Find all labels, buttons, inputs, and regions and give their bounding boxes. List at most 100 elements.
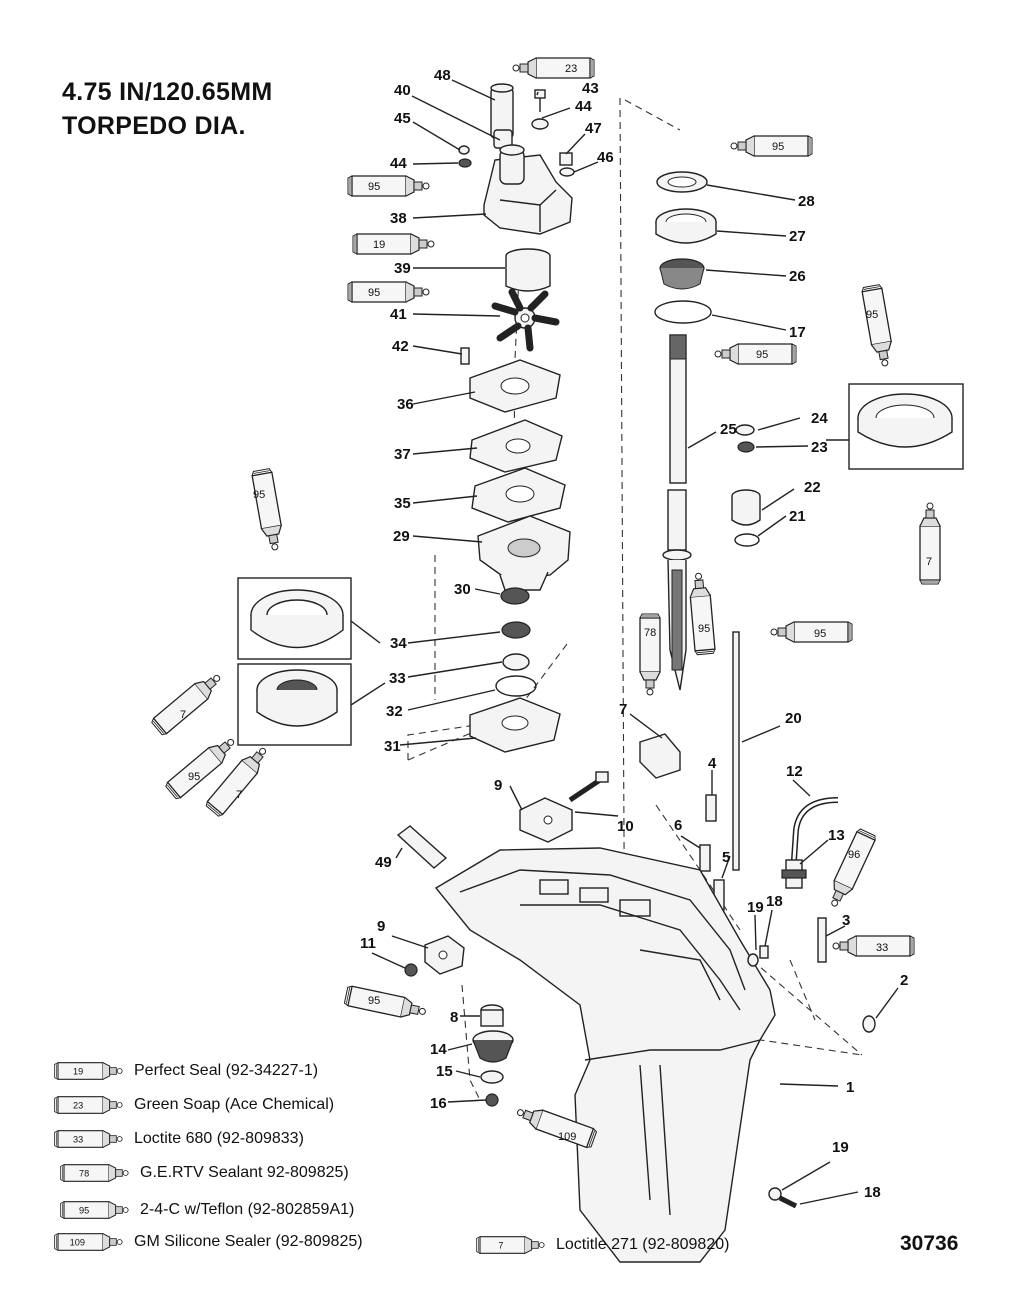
- callout-17: 17: [789, 324, 806, 341]
- callout-16: 16: [430, 1095, 447, 1112]
- callout-4: 4: [708, 755, 717, 772]
- callout-33: 33: [389, 670, 406, 687]
- part-32-o-ring: [495, 675, 537, 697]
- tube-95-e: [860, 283, 896, 369]
- tube-95-h: [687, 571, 716, 656]
- callout-6: 6: [674, 817, 682, 834]
- callout-37: 37: [394, 446, 411, 463]
- tube-label-95-d: 95: [756, 349, 768, 361]
- part-30-seal: [500, 587, 530, 605]
- tube-label-95-f: 95: [253, 489, 265, 501]
- legend-item-ge-rtv: 78 G.E.RTV Sealant 92-809825): [58, 1162, 349, 1184]
- callout-46: 46: [597, 149, 614, 166]
- tube-label-95-a: 95: [368, 181, 380, 193]
- part-21-o-ring: [734, 533, 760, 547]
- diagram-title-line-1: 4.75 IN/120.65MM: [62, 78, 273, 106]
- part-19-18-screw-bottom: [768, 1187, 798, 1209]
- callout-48: 48: [434, 67, 451, 84]
- svg-text:78: 78: [79, 1168, 89, 1178]
- legend-item-loctite-271: 7 Loctitle 271 (92-809820): [474, 1234, 729, 1256]
- part-36-gasket: [469, 359, 561, 413]
- tube-7-b: [149, 668, 227, 737]
- part-29-water-pump-base: [477, 515, 571, 591]
- part-drive-shaft-lower: [662, 489, 692, 691]
- part-7-bracket: [639, 733, 681, 779]
- part-20-shift-shaft: [732, 631, 740, 871]
- part-9-block: [519, 797, 573, 843]
- callout-11: 11: [360, 935, 376, 952]
- callout-26: 26: [789, 268, 806, 285]
- part-34-seal: [501, 621, 531, 639]
- part-1-gear-housing: [434, 847, 776, 1263]
- part-46-washer: [559, 167, 575, 177]
- legend-item-2-4-c: 95 2-4-C w/Teflon (92-802859A1): [58, 1199, 354, 1221]
- tube-33: [832, 935, 915, 957]
- tube-95-f: [250, 467, 286, 553]
- callout-15: 15: [436, 1063, 453, 1080]
- callout-13: 13: [828, 827, 845, 844]
- callout-12: 12: [786, 763, 803, 780]
- callout-30: 30: [454, 581, 471, 598]
- part-17-o-ring: [654, 300, 712, 324]
- part-44-washer-lower: [458, 158, 472, 168]
- tube-icon: 78: [60, 1164, 129, 1182]
- callout-5: 5: [722, 849, 730, 866]
- inset-seal-34: [237, 577, 352, 660]
- part-8-bearing: [480, 1004, 504, 1027]
- callout-28: 28: [798, 193, 815, 210]
- part-26-tapered-bearing: [659, 258, 705, 290]
- svg-text:19: 19: [73, 1066, 83, 1076]
- callout-36: 36: [397, 396, 414, 413]
- callout-21: 21: [789, 508, 806, 525]
- part-15-washer: [480, 1070, 504, 1084]
- tube-icon: 23: [54, 1096, 123, 1114]
- part-22-bushing: [731, 489, 761, 526]
- part-19-washer-right: [747, 945, 769, 967]
- svg-text:109: 109: [70, 1237, 85, 1247]
- svg-text:95: 95: [79, 1205, 89, 1215]
- tube-label-33: 33: [876, 942, 888, 954]
- callout-2: 2: [900, 972, 908, 989]
- tube-label-95-h: 95: [698, 623, 710, 635]
- part-24-washer: [735, 424, 755, 436]
- callout-27: 27: [789, 228, 806, 245]
- callout-29: 29: [393, 528, 410, 545]
- part-42-key: [460, 347, 470, 365]
- callout-numbers: 48 40 43 44 45 47 44 46 38 39 41 42 36 3…: [360, 67, 908, 1201]
- legend-item-loctite-680: 33 Loctite 680 (92-809833): [52, 1128, 304, 1150]
- legend-label: Green Soap (Ace Chemical): [134, 1096, 335, 1113]
- diagram-title-line-2: TORPEDO DIA.: [62, 112, 246, 140]
- legend-item-perfect-seal: 19 Perfect Seal (92-34227-1): [52, 1060, 318, 1082]
- callout-45: 45: [394, 110, 411, 127]
- callout-44: 44: [575, 98, 592, 115]
- tube-label-95-b: 95: [368, 287, 380, 299]
- callout-7: 7: [619, 701, 627, 718]
- tube-7-a: [919, 502, 941, 585]
- tube-95-a: [347, 175, 430, 197]
- callout-39: 39: [394, 260, 411, 277]
- callout-38: 38: [390, 210, 407, 227]
- part-47-nut: [559, 152, 573, 166]
- part-6-spring: [699, 844, 711, 872]
- tube-icon: 33: [54, 1130, 123, 1148]
- part-41-impeller: [491, 288, 560, 352]
- part-9-lower-block: [424, 935, 465, 975]
- part-48-tube: [490, 83, 514, 139]
- part-23-washer: [737, 441, 755, 453]
- part-2-plug: [862, 1015, 876, 1033]
- part-14-pinion-gear: [472, 1030, 514, 1063]
- tube-label-7-c: 7: [236, 789, 242, 801]
- part-27-bearing-cup: [655, 208, 717, 244]
- callout-22: 22: [804, 479, 821, 496]
- callout-14: 14: [430, 1041, 447, 1058]
- part-37-face-plate: [469, 419, 563, 473]
- legend-label: 2-4-C w/Teflon (92-802859A1): [140, 1201, 355, 1218]
- legend-label: GM Silicone Sealer (92-809825): [134, 1233, 363, 1250]
- tube-icon: 7: [476, 1236, 545, 1254]
- tube-label-96: 96: [848, 849, 860, 861]
- callout-3: 3: [842, 912, 850, 929]
- part-28-bearing-race: [656, 171, 708, 193]
- legend-label: Perfect Seal (92-34227-1): [134, 1062, 319, 1079]
- inset-seal-33: [237, 663, 352, 746]
